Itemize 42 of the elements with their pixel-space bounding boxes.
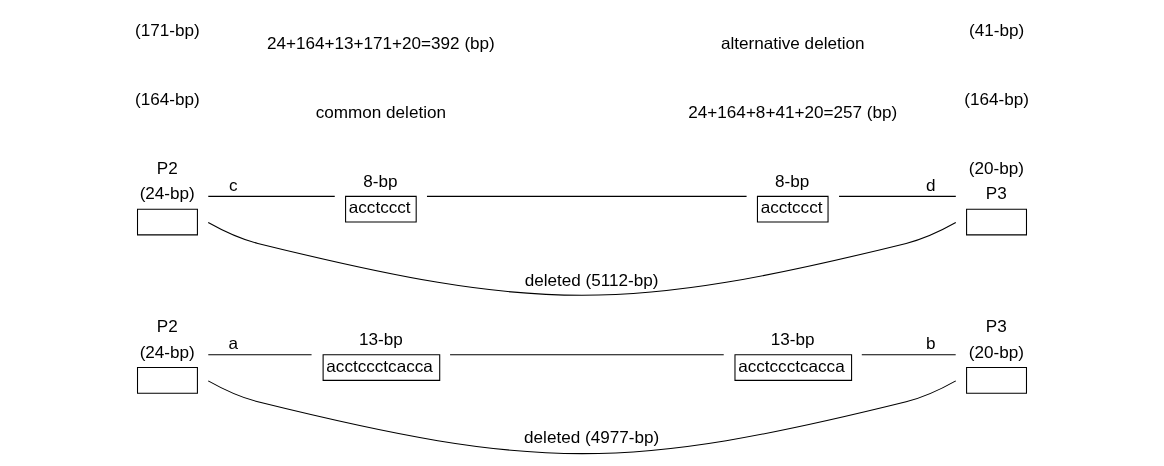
label: 24+164+8+41+20=257 (bp)	[688, 103, 898, 123]
node-label: P3	[985, 317, 1007, 337]
node-label: 13-bp	[358, 329, 403, 349]
label: (164-bp)	[135, 90, 200, 110]
label: (171-bp)	[135, 20, 200, 40]
connector	[207, 195, 336, 197]
edge-label: d	[925, 175, 936, 195]
node-box	[966, 208, 1028, 236]
connector	[207, 380, 957, 455]
label: common deletion	[315, 103, 447, 123]
node-label: 8-bp	[363, 171, 398, 191]
node-box: acctccctcacca	[322, 354, 441, 381]
connector	[426, 195, 748, 197]
node-box: acctccct	[756, 195, 829, 223]
node-box: acctccct	[345, 195, 417, 223]
label: (164-bp)	[964, 90, 1029, 110]
node-box: acctccctcacca	[734, 354, 853, 381]
label: (41-bp)	[968, 20, 1025, 40]
node-label: P2	[156, 317, 178, 337]
edge-label: b	[925, 334, 936, 354]
label: alternative deletion	[720, 33, 865, 53]
node-label: (20-bp)	[968, 342, 1024, 362]
node-label: 13-bp	[770, 329, 815, 349]
node-label: (20-bp)	[968, 158, 1024, 178]
node-box	[966, 367, 1028, 394]
node-label: P2	[156, 158, 178, 178]
node-label: P3	[985, 184, 1007, 204]
node-label: (24-bp)	[139, 342, 195, 362]
node-label: (24-bp)	[139, 184, 195, 204]
connector	[207, 354, 313, 356]
node-label: 8-bp	[775, 171, 810, 191]
edge-label: deleted (5112-bp)	[524, 271, 659, 291]
edge-label: a	[228, 334, 239, 354]
connector	[838, 195, 957, 197]
connector	[449, 354, 725, 356]
label: 24+164+13+171+20=392 (bp)	[266, 33, 495, 53]
edge-label: deleted (4977-bp)	[524, 428, 660, 448]
node-box	[136, 367, 198, 394]
node-box	[136, 208, 198, 236]
connector	[207, 222, 957, 296]
edge-label: c	[228, 175, 238, 195]
connector	[861, 354, 957, 356]
